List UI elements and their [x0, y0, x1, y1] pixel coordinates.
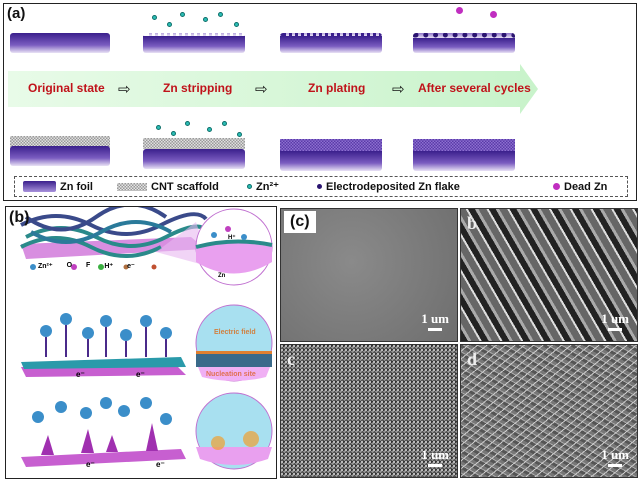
species-o: O	[66, 262, 73, 269]
electron-label: e⁻	[136, 370, 145, 379]
cnt-plated	[280, 139, 382, 152]
nucleation-site-label: Nucleation site	[206, 371, 256, 378]
zn-foil-plated	[280, 33, 382, 53]
scale-bar-label: 1 um	[601, 311, 629, 326]
scale-bar: 1 um	[601, 311, 629, 331]
scale-bar-label: 1 um	[421, 447, 449, 462]
species-zn-ion: Zn²⁺	[38, 263, 53, 270]
step-arrow-icon: ⇨	[392, 81, 405, 98]
zn-ion	[185, 121, 190, 126]
panel-b: (b) Zn²⁺ O F H⁺ e⁻ H⁺ Zn Electric field …	[5, 206, 277, 479]
step-arrow-icon: ⇨	[118, 81, 131, 98]
electron-label: e⁻	[76, 370, 85, 379]
dead-zn-dot	[553, 183, 560, 190]
scale-bar-label: 1 um	[421, 311, 449, 326]
step-original-state: Original state	[28, 81, 105, 95]
zn-foil-stripped	[143, 33, 245, 53]
panel-b-label: (b)	[9, 209, 30, 226]
legend-label: CNT scaffold	[151, 180, 219, 193]
zn-ion	[152, 15, 157, 20]
electron-label: e⁻	[156, 460, 165, 469]
zn-foil-plated-cnt	[280, 151, 382, 171]
species-legend: Zn²⁺ O F H⁺ e⁻	[26, 262, 135, 270]
zn-ion	[180, 12, 185, 17]
step-arrow-icon: ⇨	[255, 81, 268, 98]
sem-label: (c)	[284, 211, 316, 233]
zn-ion	[171, 131, 176, 136]
scale-bar-label: 1 um	[601, 447, 629, 462]
cnt-scaffold	[143, 138, 245, 149]
sem-label: d	[467, 349, 478, 369]
legend-label: Electrodeposited Zn flake	[326, 180, 460, 193]
zn-flake-dot	[317, 184, 322, 189]
zn-ion	[203, 17, 208, 22]
step-zn-stripping: Zn stripping	[163, 81, 233, 95]
sem-image-c: (c) 1 um	[280, 208, 458, 342]
cnt-scaffold	[10, 136, 110, 147]
cnt-scaffold-swatch	[117, 182, 147, 191]
zn-foil-original-cnt	[10, 146, 110, 166]
zn-foil-cycled-cnt	[413, 151, 515, 171]
zn-foil-cycled	[413, 33, 515, 53]
zn-ion	[222, 121, 227, 126]
electron-label: e⁻	[86, 460, 95, 469]
sem-label: b	[467, 213, 478, 233]
sem-image-e: c 1 um	[280, 344, 458, 478]
scale-bar: 1 um	[601, 447, 629, 467]
legend-label: Zn foil	[60, 180, 93, 193]
scale-bar: 1 um	[421, 311, 449, 331]
zn-foil-stripped-cnt	[143, 149, 245, 169]
zn-ion	[234, 22, 239, 27]
legend: Zn foil CNT scaffold Zn²⁺ Electrodeposit…	[14, 176, 628, 197]
zoom-label-zn: Zn	[218, 273, 226, 279]
zn-ion	[167, 22, 172, 27]
zoom-label-h: H⁺	[228, 235, 236, 241]
legend-label: Zn²⁺	[256, 181, 279, 193]
sem-image-b: b 1 um	[460, 208, 638, 342]
scale-bar: 1 um	[421, 447, 449, 467]
sem-label: c	[287, 349, 295, 369]
dead-zn	[456, 7, 463, 14]
zn-ion	[237, 132, 242, 137]
zn-ion	[218, 12, 223, 17]
step-after-cycles: After several cycles	[418, 81, 531, 95]
step-zn-plating: Zn plating	[308, 81, 366, 95]
zn-ion	[156, 125, 161, 130]
species-h: H⁺	[104, 263, 114, 270]
dead-zn	[490, 11, 497, 18]
sem-image-d: d 1 um	[460, 344, 638, 478]
zn-foil-original	[10, 33, 110, 53]
electric-field-label: Electric field	[214, 329, 256, 336]
panel-a	[3, 3, 637, 201]
legend-label: Dead Zn	[564, 180, 608, 193]
zn-foil-swatch	[23, 181, 56, 192]
cnt-cycled	[413, 139, 515, 152]
zn-ion	[207, 127, 212, 132]
zn-ion-dot	[247, 184, 252, 189]
process-arrow-head	[520, 64, 538, 114]
process-arrow	[8, 71, 523, 107]
species-e: e⁻	[127, 263, 135, 270]
deposition-schematic	[20, 207, 273, 470]
panel-a-label: (a)	[7, 5, 26, 22]
species-f: F	[86, 262, 91, 269]
